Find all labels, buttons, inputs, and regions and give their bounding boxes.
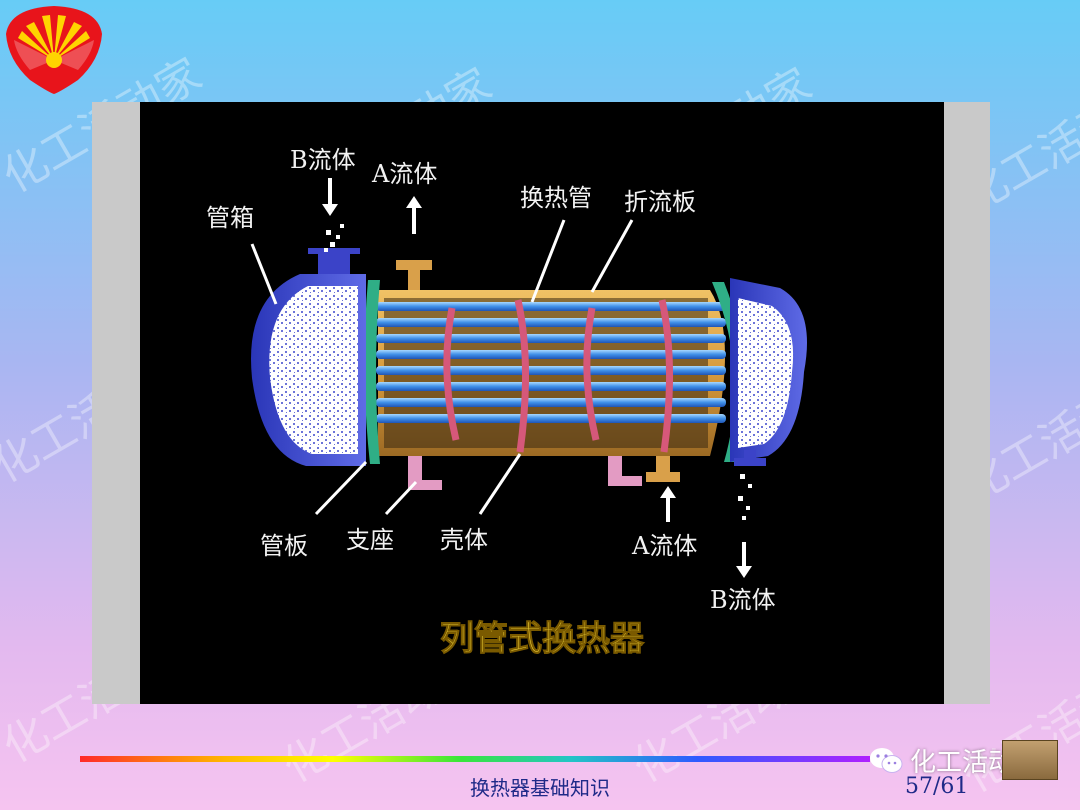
flow-arrows <box>322 178 752 578</box>
arrow-b-out <box>736 542 752 578</box>
baffle <box>443 307 460 441</box>
leader-lines <box>250 219 634 516</box>
rainbow-divider <box>80 756 870 762</box>
support-left <box>408 456 442 490</box>
tube-sheet-left <box>364 280 380 464</box>
heat-tube <box>376 382 726 391</box>
nozzle-b-outlet <box>734 450 766 466</box>
label-heat-tube: 换热管 <box>520 184 592 212</box>
baffle <box>514 299 530 453</box>
label-b-fluid-in: B流体 <box>290 146 356 174</box>
label-a-fluid-in: A流体 <box>631 532 697 560</box>
baffle <box>658 299 674 453</box>
tube-box-right-fill <box>738 298 794 448</box>
heat-tube <box>376 318 726 327</box>
heat-exchanger-diagram: B流体 A流体 管箱 换热管 折流板 管板 支座 壳体 A流体 B流体 列管式换… <box>206 146 807 660</box>
label-tube-sheet: 管板 <box>260 532 308 560</box>
heat-tube <box>376 302 726 311</box>
support-right <box>608 456 642 486</box>
footer-title: 换热器基础知识 <box>470 776 610 800</box>
leader-heat-tube <box>530 219 566 303</box>
nozzle-b-inlet <box>308 248 360 274</box>
label-support: 支座 <box>346 526 394 554</box>
nozzle-a-inlet <box>646 456 680 482</box>
leader-baffle <box>590 219 634 293</box>
arrow-a-out <box>406 196 422 234</box>
label-a-fluid-out: A流体 <box>371 160 437 188</box>
tube-box-left-fill <box>269 286 358 454</box>
heat-tube <box>376 398 726 407</box>
page-number: 57/61 <box>905 774 969 799</box>
label-baffle: 折流板 <box>624 188 696 216</box>
label-b-fluid-out: B流体 <box>710 586 776 614</box>
heat-tube <box>376 350 726 359</box>
leader-shell <box>478 453 522 515</box>
heat-tube-bundle <box>376 302 726 423</box>
wechat-icon <box>870 747 903 773</box>
label-tube-box: 管箱 <box>206 204 254 232</box>
nozzle-a-outlet <box>396 260 432 290</box>
next-slide-button[interactable] <box>1002 740 1058 780</box>
heat-tube <box>376 366 726 375</box>
company-logo <box>6 6 102 94</box>
arrow-a-in <box>660 486 676 522</box>
arrow-b-in <box>322 178 338 216</box>
baffles <box>443 299 674 453</box>
label-shell: 壳体 <box>440 526 488 554</box>
leader-tube-box <box>250 243 278 305</box>
baffle <box>583 307 600 441</box>
leader-tube-sheet <box>314 460 368 516</box>
diagram-title: 列管式换热器 <box>440 619 645 659</box>
fluid-particles <box>324 224 752 520</box>
leader-support <box>384 480 418 516</box>
heat-tube <box>376 414 726 423</box>
heat-tube <box>376 334 726 343</box>
